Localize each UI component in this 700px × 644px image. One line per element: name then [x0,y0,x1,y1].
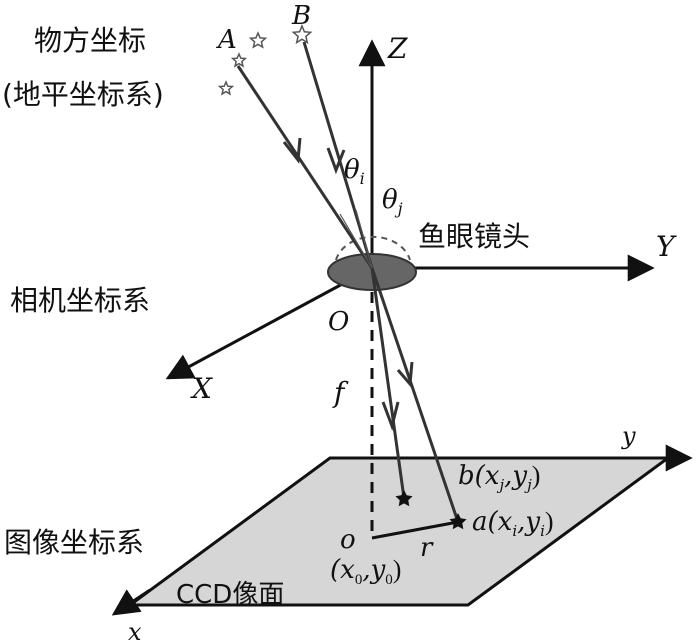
focal-length-label: f [332,376,349,409]
star-image-a [449,513,467,530]
point-B-label: B [291,1,311,31]
image-y-label: y [621,422,636,450]
radius-r-label: r [420,533,434,563]
fisheye-lens-label: 鱼眼镜头 [418,220,530,253]
image-x-axis [111,588,151,616]
radius-r-line [371,520,459,540]
arrowhead-refracted-b [381,401,400,432]
image-origin-coords-label: (x0,y0) [330,555,401,588]
star-image-b [395,490,413,507]
lens-field-arc [335,235,411,261]
star-A-small [230,52,248,68]
camera-coords-label: 相机坐标系 [10,284,150,317]
angle-ray-line-j [339,213,373,269]
refracted-ray-b [370,267,406,499]
y-axis-label: Y [656,230,677,263]
point-A-label: A [216,25,237,55]
x-axis [165,266,373,380]
arrowhead-refracted-a [396,361,414,388]
z-axis-label: Z [387,32,408,65]
ray-from-A [236,65,374,269]
ccd-plane-label: CCD像面 [176,580,284,610]
star-extra [217,80,235,96]
point-b-coords-label: b(xj,yj) [458,461,540,494]
image-coords-label: 图像坐标系 [4,526,144,559]
point-a-coords-label: a(xi,yi) [472,507,554,540]
theta-i-label: θi [344,155,365,188]
image-origin-o-label: o [340,525,356,555]
angle-ray-line-i [355,209,373,269]
object-coords-label: 物方坐标 [34,24,146,57]
x-axis-label: X [190,372,213,405]
star-A [248,31,268,49]
refracted-ray-a [370,267,460,523]
star-B [291,24,313,45]
arrowhead-ray-A [282,137,302,164]
arrowhead-ray-B [326,147,346,175]
image-x-label: x [128,618,142,644]
origin-O-label: O [328,307,349,337]
theta-j-label: θj [382,185,403,218]
horizon-coords-label: (地平坐标系) [2,78,164,111]
ray-from-B [302,41,374,269]
